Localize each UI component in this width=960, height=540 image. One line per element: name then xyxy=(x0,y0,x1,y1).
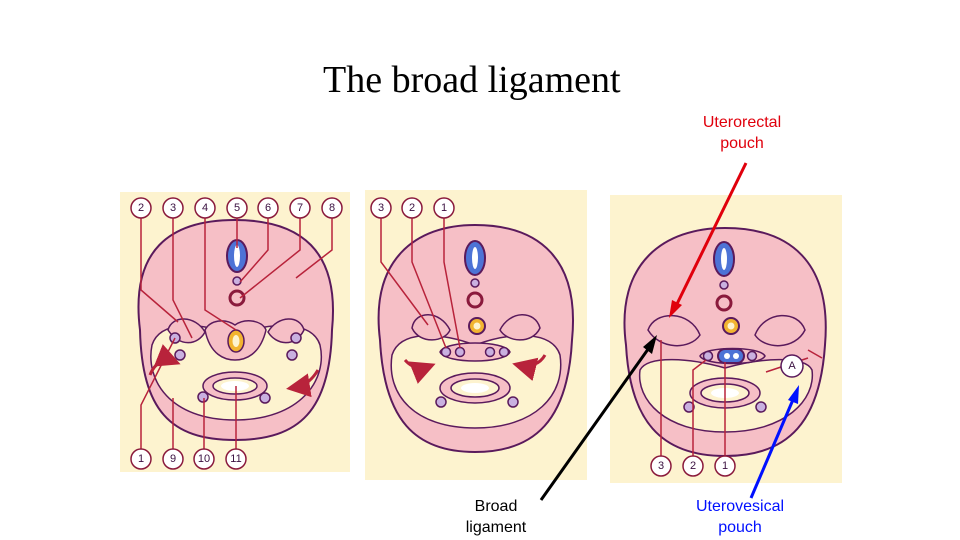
label-uterovesical-pouch: Uterovesical pouch xyxy=(695,498,785,536)
label-circle: 2 xyxy=(130,197,152,219)
panel-1-rectum xyxy=(228,289,246,307)
label-circle: 8 xyxy=(321,197,343,219)
panel-2-right-ovary xyxy=(499,314,541,341)
pointer-broad-ligament-arrow xyxy=(539,335,657,501)
label-circle: 3 xyxy=(370,197,392,219)
pointer-uterorectal-arrow xyxy=(669,162,748,318)
svg-text:3: 3 xyxy=(658,460,664,472)
svg-text:7: 7 xyxy=(297,202,303,214)
panel-3-marker-a: A xyxy=(765,349,823,378)
svg-text:1: 1 xyxy=(722,460,728,472)
panel-3-rectum xyxy=(715,294,733,312)
label-circle: 6 xyxy=(257,197,279,219)
label-circle: 2 xyxy=(682,455,704,477)
panel-2-leader-lines xyxy=(380,216,461,349)
label-uterorectal-pouch: Uterorectal pouch xyxy=(702,114,782,152)
svg-text:8: 8 xyxy=(329,202,335,214)
panel-1-leader-lines xyxy=(140,216,333,450)
panel-3-bottom-numbers: 3 2 1 xyxy=(650,455,736,477)
label-circle: 5 xyxy=(226,197,248,219)
panel-2: 3 2 1 xyxy=(365,190,587,480)
panel-3-right-ovary xyxy=(754,314,806,347)
svg-text:3: 3 xyxy=(170,202,176,214)
label-circle: 2 xyxy=(401,197,423,219)
panel-2-top-numbers: 3 2 1 xyxy=(370,197,455,219)
label-circle: 10 xyxy=(193,448,215,470)
panel-2-rectum xyxy=(466,291,484,309)
page-title: The broad ligament xyxy=(323,59,621,101)
panel-3-leader-lines xyxy=(660,340,726,456)
svg-text:5: 5 xyxy=(234,202,240,214)
panel-3: A 3 2 1 xyxy=(610,195,842,483)
label-circle: 7 xyxy=(289,197,311,219)
label-broad-ligament: Broad ligament xyxy=(465,498,527,536)
label-circle: 1 xyxy=(714,455,736,477)
svg-text:1: 1 xyxy=(138,453,144,465)
label-circle: 1 xyxy=(433,197,455,219)
svg-text:2: 2 xyxy=(409,202,415,214)
label-circle: 4 xyxy=(194,197,216,219)
svg-text:10: 10 xyxy=(198,453,210,465)
svg-text:2: 2 xyxy=(138,202,144,214)
label-circle: 1 xyxy=(130,448,152,470)
svg-text:6: 6 xyxy=(265,202,271,214)
panel-3-left-ovary xyxy=(647,314,701,347)
panel-3-vagina xyxy=(717,348,745,364)
svg-text:1: 1 xyxy=(441,202,447,214)
panel-1-bottom-numbers: 1 9 10 11 xyxy=(130,448,247,470)
svg-text:11: 11 xyxy=(230,453,241,465)
label-circle: 9 xyxy=(162,448,184,470)
svg-text:9: 9 xyxy=(170,453,176,465)
pointer-uterovesical-arrow xyxy=(749,385,799,499)
panel-1-top-numbers: 2 3 4 5 6 7 8 xyxy=(130,197,343,219)
panel-1: 2 3 4 5 6 7 8 1 9 10 11 xyxy=(120,192,350,472)
label-circle: 3 xyxy=(650,455,672,477)
label-circle: 3 xyxy=(162,197,184,219)
svg-text:3: 3 xyxy=(378,202,384,214)
svg-text:4: 4 xyxy=(202,202,208,214)
svg-text:2: 2 xyxy=(690,460,696,472)
label-circle: 11 xyxy=(225,448,247,470)
svg-text:A: A xyxy=(788,360,796,372)
